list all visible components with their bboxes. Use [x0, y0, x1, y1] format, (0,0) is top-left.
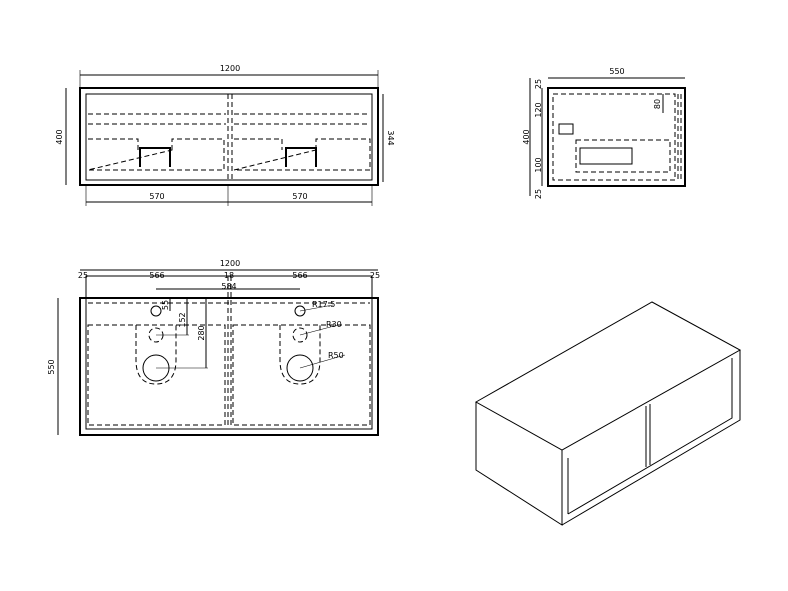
dim-divider: 18: [224, 271, 234, 280]
dim-plan-width: 1200: [220, 259, 240, 268]
dim-front-inner-height: 344: [386, 130, 395, 145]
dim-side-lower: 100: [534, 157, 543, 172]
dim-side-notch: 80: [653, 99, 662, 109]
dim-plan-depth: 550: [47, 359, 56, 374]
isometric-view: [474, 301, 742, 526]
front-view: 1200 400 344 570 570: [55, 64, 395, 206]
dim-edge-right: 25: [370, 271, 380, 280]
dim-side-bottom: 25: [534, 189, 543, 199]
side-outline: [547, 87, 686, 187]
dim-side-top: 25: [534, 79, 543, 89]
dim-tap-offset: 55: [161, 300, 170, 310]
front-inner: [85, 93, 373, 181]
label-tap-radius: R17.5: [312, 300, 335, 309]
dim-front-width: 1200: [220, 64, 240, 73]
dim-waste-offset: 152: [178, 312, 187, 327]
label-drain-radius: R50: [328, 351, 344, 360]
dim-side-upper: 120: [534, 102, 543, 117]
dim-side-height: 400: [522, 129, 531, 144]
dim-bay-left-plan: 566: [149, 271, 164, 280]
dim-edge-left: 25: [78, 271, 88, 280]
front-outline: [79, 87, 379, 186]
dim-bay-right: 570: [292, 192, 307, 201]
dim-drain-offset: 280: [197, 325, 206, 340]
side-view: 550 25 120 400 100 25 80: [522, 67, 686, 199]
label-waste-radius: R30: [326, 320, 342, 329]
plan-view: 1200 25 566 18 566 25 584 550 55 152 280…: [47, 259, 380, 436]
dim-front-height: 400: [55, 129, 64, 144]
dim-side-width: 550: [609, 67, 624, 76]
plan-outline: [79, 297, 379, 436]
dim-bay-right-plan: 566: [292, 271, 307, 280]
dim-bay-left: 570: [149, 192, 164, 201]
dim-tap-spacing: 584: [221, 282, 236, 291]
